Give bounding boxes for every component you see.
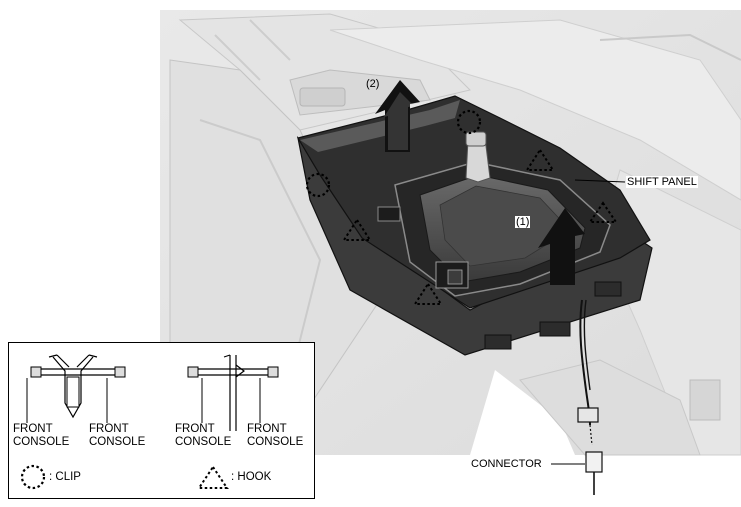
- clip-marker-icon: [305, 172, 331, 198]
- clip-legend-icon: [20, 464, 46, 490]
- up-arrow-icon: [375, 80, 420, 152]
- hook-marker-icon: [413, 282, 443, 305]
- connector-icon: [585, 451, 603, 495]
- clip-detail-drawing: [26, 354, 126, 423]
- clip-marker-icon: [456, 109, 482, 135]
- hook-detail-left-label: FRONT CONSOLE: [175, 423, 232, 448]
- clip-legend-label: : CLIP: [49, 471, 81, 483]
- connector-harness: [577, 299, 603, 495]
- step-1-label: (1): [515, 216, 531, 228]
- hook-marker-icon: [342, 218, 372, 241]
- clip-detail-left-label: FRONT CONSOLE: [13, 423, 70, 448]
- hook-marker-icon: [525, 148, 555, 171]
- step-2-label: (2): [366, 78, 380, 90]
- hook-detail-drawing: [187, 354, 279, 431]
- hook-detail-right-label: FRONT CONSOLE: [247, 423, 304, 448]
- shift-panel-leader-line: [574, 179, 626, 183]
- hook-legend-label: : HOOK: [231, 471, 272, 483]
- hook-marker-icon: [588, 201, 618, 223]
- clip-detail-right-label: FRONT CONSOLE: [89, 423, 146, 448]
- up-arrow-icon: [538, 208, 585, 285]
- connector-label: CONNECTOR: [471, 458, 542, 470]
- hook-legend-icon: [197, 465, 229, 489]
- shift-panel-label: SHIFT PANEL: [626, 176, 698, 188]
- legend-box: FRONT CONSOLE FRONT CONSOLE FRONT CONSOL…: [8, 342, 315, 499]
